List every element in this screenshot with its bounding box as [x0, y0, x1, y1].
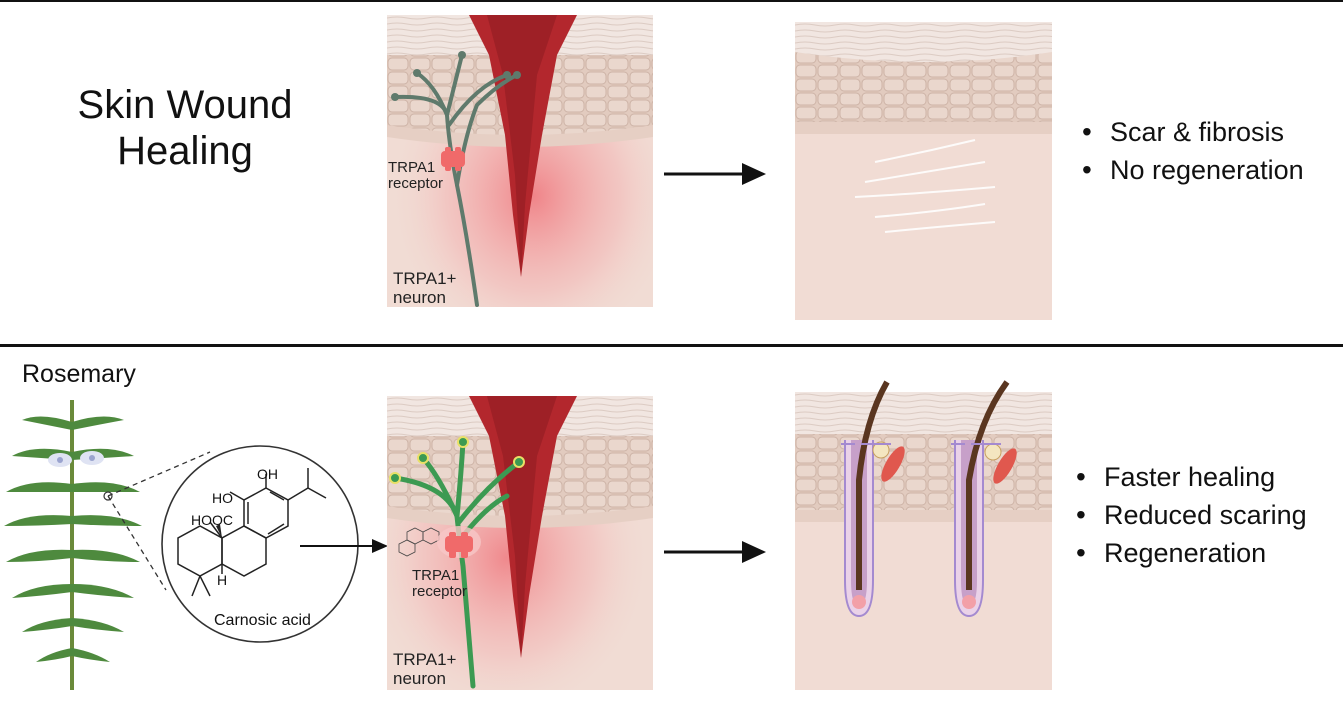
neuron-label-bottom: TRPA1+ neuron: [393, 650, 457, 688]
title-line-2: Healing: [117, 129, 253, 173]
receptor-label-top: TRPA1 receptor: [388, 159, 444, 192]
outcome-item: Scar & fibrosis: [1078, 113, 1304, 151]
outcome-item: No regeneration: [1078, 151, 1304, 189]
outcome-item: Reduced scaring: [1072, 496, 1307, 534]
outcome-item: Regeneration: [1072, 534, 1307, 572]
title-line-1: Skin Wound: [77, 83, 293, 127]
molecule-label-ho: HO: [212, 490, 233, 506]
molecule-label-hooc: HOOC: [191, 512, 233, 528]
hair-follicle-icon: [841, 380, 905, 618]
section-divider: [0, 344, 1343, 347]
hair-follicle-icon: [951, 380, 1017, 618]
carnosic-acid-structure: [161, 445, 359, 643]
zoom-target-marker: [103, 491, 113, 501]
outcomes-list-bottom: Faster healing Reduced scaring Regenerat…: [1072, 458, 1307, 572]
trpa1-receptor-icon: [437, 526, 481, 558]
receptor-label-bottom: TRPA1 receptor: [412, 567, 468, 600]
wound-panel-bottom: [387, 396, 653, 690]
right-arrow-icon: [664, 541, 766, 563]
scar-fibers: [854, 139, 996, 233]
molecule-label-h: H: [217, 572, 228, 588]
rosemary-plant-illustration: [4, 400, 142, 690]
neuron-label-top: TRPA1+ neuron: [393, 269, 457, 307]
zoom-dashed-lines: [107, 451, 211, 591]
outcome-item: Faster healing: [1072, 458, 1307, 496]
scar-panel: [795, 22, 1052, 320]
regenerated-skin-panel: [795, 380, 1052, 690]
right-arrow-icon: [664, 163, 766, 185]
top-border-line: [0, 0, 1343, 2]
right-arrow-icon: [300, 539, 388, 553]
trpa1-receptor-icon: [441, 147, 465, 171]
outcomes-list-top: Scar & fibrosis No regeneration: [1078, 113, 1304, 189]
rosemary-label: Rosemary: [22, 360, 136, 388]
page-title: Skin Wound Healing: [40, 82, 330, 174]
molecule-label-oh: OH: [257, 466, 278, 482]
molecule-name: Carnosic acid: [214, 612, 311, 629]
rosemary-flower-icon: [48, 451, 104, 467]
wound-panel-top: [387, 15, 653, 307]
